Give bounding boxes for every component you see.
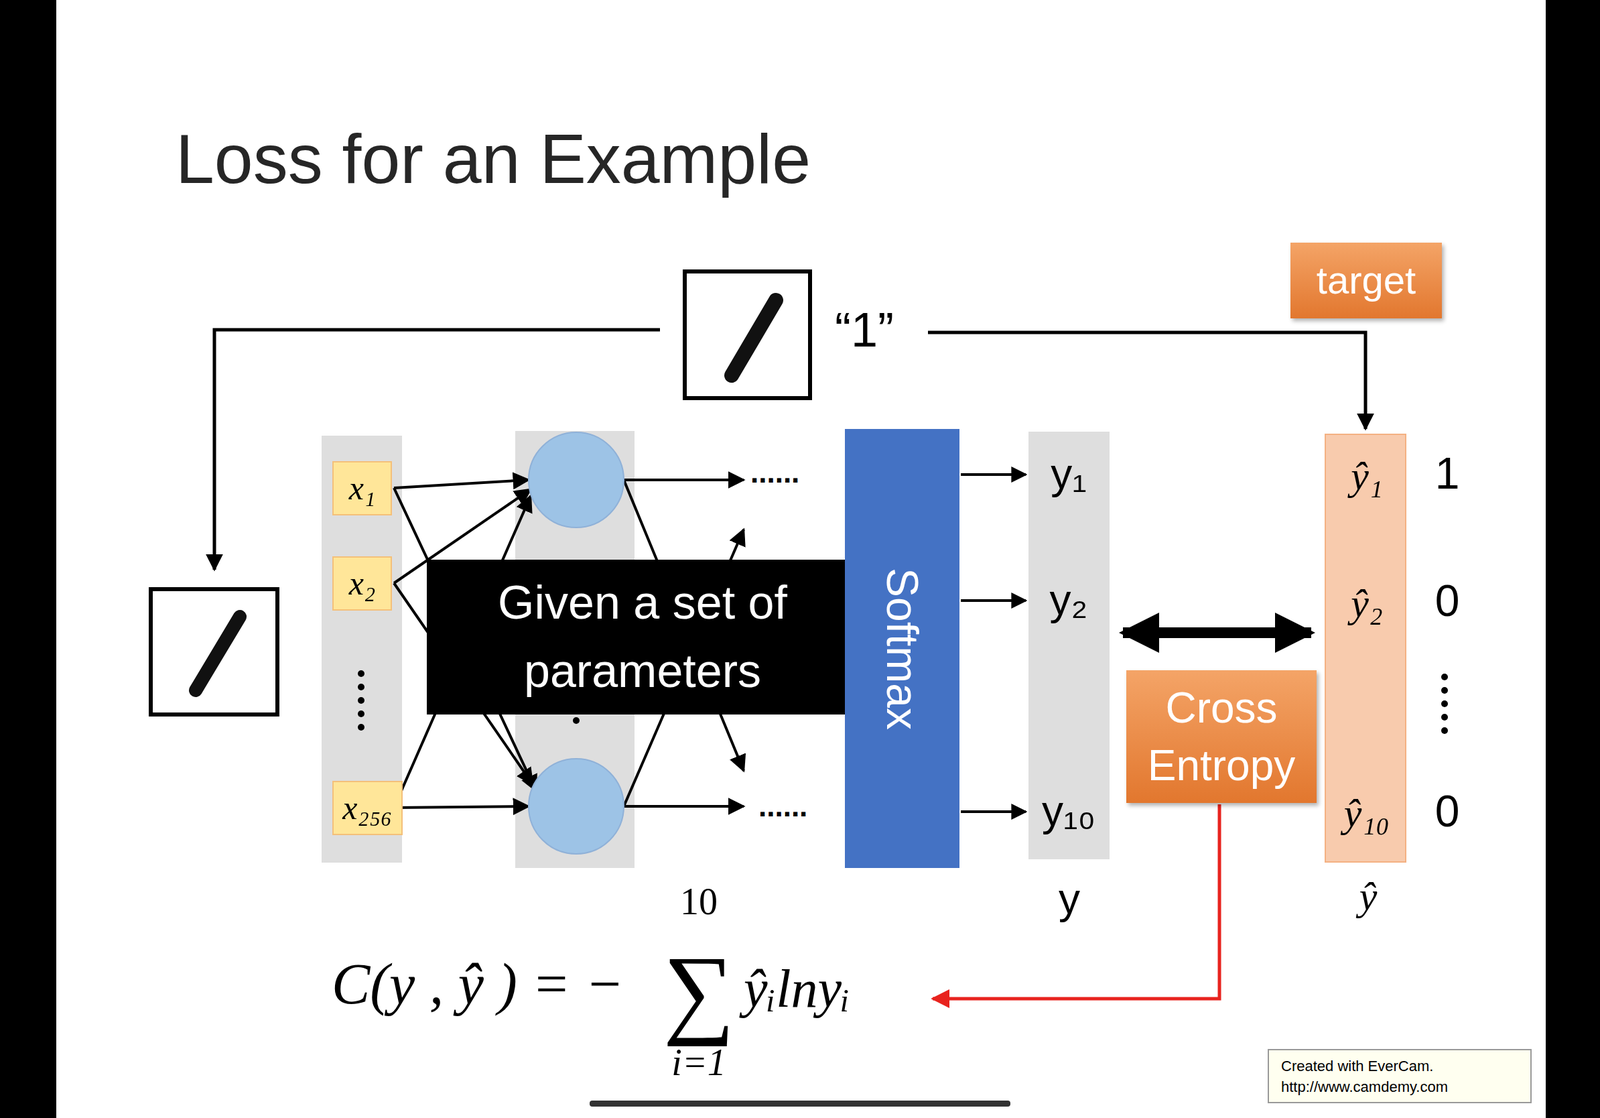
- sum-lower-bound: i=1: [671, 1043, 726, 1081]
- vector-entry: y₁: [1050, 449, 1087, 500]
- formula: ŷᵢlnyᵢ: [743, 961, 851, 1016]
- sum-upper-bound: 10: [680, 882, 718, 920]
- softmax-layer: Softmax: [844, 428, 960, 868]
- node-label: target: [1316, 257, 1416, 303]
- digit-image: [150, 588, 278, 715]
- node-label: Given a set of parameters: [436, 568, 849, 705]
- sum-symbol: ∑: [663, 940, 736, 1041]
- comparison-arrow: [1122, 627, 1312, 638]
- input-unit: x₁: [332, 460, 392, 516]
- side-bar: [0, 0, 57, 1118]
- watermark: http://www.camdemy.com: [1281, 1079, 1448, 1095]
- vector-entry: y₁₀: [1041, 786, 1096, 837]
- node-label: x₂₅₆: [342, 788, 392, 828]
- vector-entry: ŷ₁₀: [1344, 789, 1390, 837]
- digit-stroke: [731, 300, 776, 376]
- digit-image: [684, 271, 811, 398]
- one-hot-value: 0: [1435, 578, 1460, 623]
- input-layer-band: [321, 435, 403, 863]
- target-line: [927, 332, 1366, 429]
- node-label: x₂: [349, 564, 376, 604]
- ellipsis: ......: [750, 457, 800, 488]
- ellipsis: ......: [758, 791, 808, 821]
- column-heading: ŷ: [1359, 873, 1378, 920]
- input-unit: x₂: [332, 556, 392, 611]
- column-heading: y: [1058, 874, 1081, 924]
- side-bar: [1545, 0, 1600, 1118]
- vector-entry: ŷ₁: [1350, 452, 1383, 500]
- caption-box: Given a set of parameters: [426, 559, 859, 715]
- target-box: target: [1290, 242, 1442, 319]
- output-column: y₁y₂y₁₀y: [1028, 431, 1110, 859]
- neuron: [528, 758, 624, 854]
- slide-title: Loss for an Example: [175, 119, 811, 199]
- neuron: [528, 432, 624, 528]
- one-hot-value: 0: [1435, 788, 1460, 833]
- watermark-frame: [1268, 1049, 1531, 1103]
- target-column: ŷ₁ŷ₂ŷ₁₀ŷ: [1324, 433, 1407, 863]
- node-label: Cross Entropy: [1135, 678, 1308, 795]
- node-label: Softmax: [877, 566, 928, 729]
- watermark: Created with EverCam.: [1281, 1058, 1434, 1074]
- vector-entry: y₂: [1049, 575, 1089, 626]
- digit-label: “1”: [834, 305, 894, 354]
- formula: C(y , ŷ ) = −: [331, 954, 624, 1013]
- home-indicator: [589, 1100, 1011, 1107]
- vector-entry: ŷ₂: [1350, 580, 1383, 627]
- cross-entropy-box: Cross Entropy: [1126, 670, 1317, 803]
- node-label: x₁: [349, 469, 376, 508]
- output-arrow: [960, 810, 1026, 813]
- output-arrow: [960, 598, 1026, 602]
- digit-stroke: [195, 616, 240, 691]
- one-hot-value: 1: [1435, 450, 1460, 496]
- input-unit: x₂₅₆: [332, 780, 403, 835]
- output-arrow: [960, 473, 1026, 476]
